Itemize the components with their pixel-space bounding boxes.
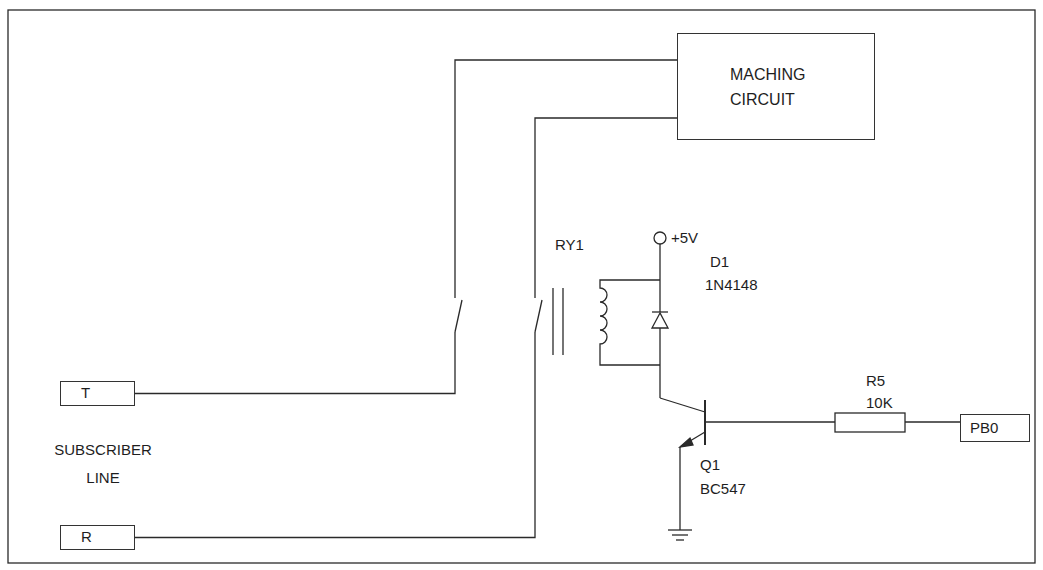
wire	[135, 118, 677, 538]
node-text: PB0	[970, 416, 1025, 439]
node-text: T	[81, 382, 121, 403]
terminal-box: R	[60, 525, 135, 550]
line-label: SUBSCRIBER LINE	[48, 436, 158, 492]
wire	[659, 244, 660, 280]
part-value: 1N4148	[705, 276, 758, 294]
transistor-symbol	[660, 365, 835, 530]
relay-coil	[553, 280, 660, 365]
circuit-box: MACHING CIRCUIT	[677, 33, 875, 140]
part-name: RY1	[555, 236, 584, 254]
part-name: D1	[710, 253, 729, 271]
wire	[905, 421, 960, 422]
supply-terminal	[654, 232, 666, 244]
frame	[8, 10, 1035, 563]
resistor-symbol	[835, 413, 905, 432]
part-name: Q1	[700, 456, 720, 474]
node-text: MACHING CIRCUIT	[730, 62, 850, 112]
pin-box: PB0	[960, 414, 1030, 442]
part-name: R5	[866, 372, 885, 390]
diode-symbol	[652, 280, 668, 365]
node-text: R	[81, 526, 121, 547]
relay-contact	[449, 298, 542, 332]
terminal-box: T	[60, 381, 135, 406]
supply-label: +5V	[671, 229, 698, 247]
wire	[135, 60, 677, 394]
ground-symbol	[668, 530, 692, 540]
part-value: 10K	[866, 394, 893, 412]
part-value: BC547	[700, 480, 746, 498]
